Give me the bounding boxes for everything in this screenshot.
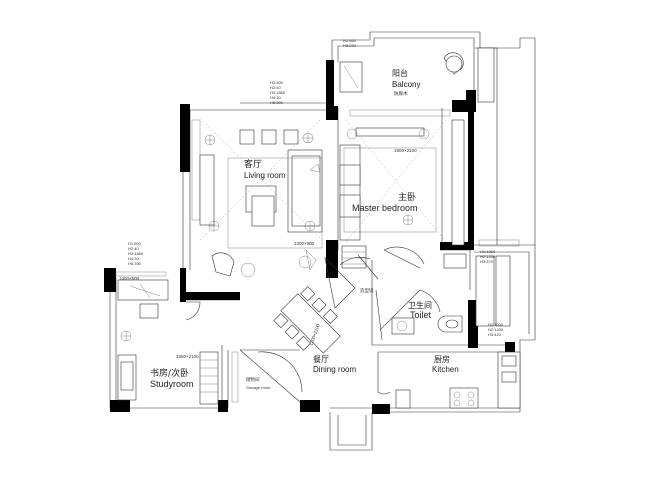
studyroom-label-en: Studyroom <box>150 379 194 389</box>
bath-lower-height-2: H2:1430 <box>488 327 504 332</box>
ceiling-lines <box>199 117 447 243</box>
bath-upper-height-2: H2:1430 <box>480 254 496 259</box>
bedroom-window-dim: 1800×2100 <box>394 148 417 153</box>
balcony-fitting-note: 防腐木 <box>394 90 408 97</box>
living-top-height-3: H3:1860 <box>270 90 286 95</box>
studyroom-label-zh: 书房/次卧 <box>150 367 189 379</box>
kitchen-label-zh: 厨房 <box>434 354 450 364</box>
kitchen-fixtures <box>377 351 521 409</box>
bedroom-furniture <box>339 119 465 269</box>
study-furniture <box>117 279 201 401</box>
room-labels: 阳台 Balcony 防腐木 客厅 Living room 主卧 Master … <box>150 68 459 390</box>
living-left-height-3: H3:1860 <box>128 251 144 256</box>
living-left-height-5: H5:390 <box>128 261 142 266</box>
thin-walls <box>109 31 536 451</box>
solid-walls <box>104 60 515 414</box>
balcony-height-1: H1:660 <box>343 38 357 43</box>
balcony-label-zh: 阳台 <box>392 68 408 78</box>
balcony-label-en: Balcony <box>392 80 420 89</box>
storage-room-label-en: Storage room <box>246 385 271 390</box>
master-bedroom-label-en: Master bedroom <box>352 203 418 213</box>
bath-lower-height-1: H1:1000 <box>488 322 504 327</box>
feature-wall-note: 造型墙 <box>360 287 374 294</box>
dining-furniture <box>273 254 379 354</box>
master-bedroom-label-zh: 主卧 <box>398 191 416 203</box>
toilet-label-en: Toilet <box>410 310 432 320</box>
storage-room-label-zh: 储物间 <box>246 376 260 383</box>
height-tags: H1:660 H3:230 H1:500 H2:40 H3:1860 H4:30… <box>128 38 504 337</box>
toilet-label-zh: 卫生间 <box>408 300 432 310</box>
living-top-height-4: H4:30 <box>270 95 281 100</box>
balcony-furniture <box>339 47 495 103</box>
living-room-label-zh: 客厅 <box>244 158 262 170</box>
dining-room-label-en: Dining room <box>313 365 356 374</box>
living-top-height-2: H2:40 <box>270 85 281 90</box>
bath-upper-height-3: H3:370 <box>480 259 494 264</box>
study-door-dim: 1350×2100 <box>176 354 199 359</box>
bath-upper-height-1: H1:1060 <box>480 249 496 254</box>
living-room-label-en: Living room <box>244 171 286 180</box>
living-window-dim: 2300×900 <box>294 241 315 246</box>
dining-room-label-zh: 餐厅 <box>313 355 329 364</box>
living-furniture <box>199 129 323 278</box>
living-top-height-5: H5:390 <box>270 100 284 105</box>
living-left-height-4: H4:30 <box>128 256 139 261</box>
balcony-height-2: H3:230 <box>343 43 357 48</box>
kitchen-label-en: Kitchen <box>432 365 459 374</box>
study-window-dim: 1400×500 <box>119 276 140 281</box>
living-left-height-1: H1:500 <box>128 241 142 246</box>
bath-lower-height-3: H3:420 <box>488 332 502 337</box>
living-left-height-2: H2:40 <box>128 246 139 251</box>
living-top-height-1: H1:500 <box>270 80 284 85</box>
windows <box>115 109 520 277</box>
toilet-fixtures <box>379 253 511 335</box>
storage-fixtures <box>199 349 303 405</box>
